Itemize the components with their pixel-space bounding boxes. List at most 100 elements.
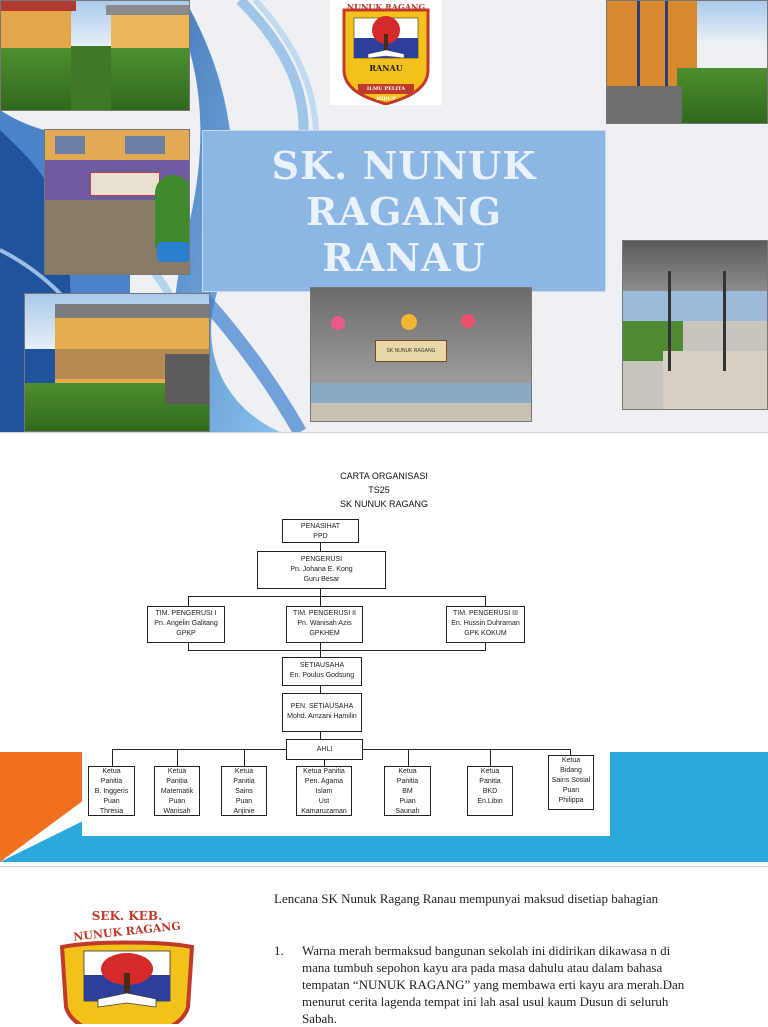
item-number: 1.	[274, 943, 284, 958]
member-line: Puan	[103, 798, 120, 805]
member-line: Bidang	[560, 767, 582, 774]
school-photo-corridor	[0, 0, 190, 111]
org-box-member: Ketua Panitia BKD En.Libin	[467, 766, 513, 816]
member-line: BM	[402, 788, 413, 795]
org-box-label: SETIAUSAHA	[299, 662, 345, 669]
member-line: Philippa	[558, 797, 584, 804]
org-box-member: Ketua Panitia Matematik Puan Wanisah	[154, 766, 200, 816]
member-line: Panitia	[479, 778, 501, 785]
org-box-member: Ketua Panitia BM Puan Saunah	[384, 766, 431, 816]
org-box-role: GPKHEM	[309, 630, 340, 637]
org-box-value: PPD	[313, 533, 328, 540]
connector-line	[408, 749, 409, 766]
connector-line	[320, 732, 321, 739]
member-line: Wanisah	[163, 808, 191, 815]
org-box-pen-setiausaha: PEN. SETIAUSAHA Mohd. Amzani Hamilin	[282, 693, 362, 732]
connector-line	[112, 749, 113, 766]
org-box-label: PENGERUSI	[300, 556, 343, 563]
school-crest-icon	[342, 8, 430, 106]
connector-line	[188, 643, 189, 651]
member-line: Puan	[399, 798, 416, 805]
member-line: BKD	[482, 788, 498, 795]
member-line: Saunah	[395, 808, 420, 815]
connector-line	[320, 643, 321, 657]
org-box-member: Ketua Panitia B. Inggeris Puan Thresia	[88, 766, 135, 816]
connector-line	[188, 596, 486, 597]
logo-top-text: NUNUK RAGANG	[346, 2, 426, 12]
member-line: Panitia	[100, 778, 123, 785]
org-chart-title-line-3: SK NUNUK RAGANG	[339, 499, 428, 509]
org-box-label: PEN. SETIAUSAHA	[290, 703, 354, 710]
org-box-name: Mohd. Amzani Hamilin	[287, 713, 357, 720]
member-line: Pen. Agama	[304, 778, 344, 785]
school-photo-walkway	[606, 0, 768, 124]
connector-line	[188, 650, 486, 651]
org-box-role: Guru Besar	[303, 576, 340, 583]
member-line: Ketua	[480, 768, 500, 775]
org-box-label: TIM. PENGERUSI III	[453, 610, 518, 617]
org-box-setiausaha: SETIAUSAHA En. Poulus Godsung	[282, 657, 362, 686]
member-line: Panitia	[233, 778, 255, 785]
connector-line	[485, 643, 486, 651]
connector-line	[324, 760, 325, 766]
school-crest-icon	[59, 940, 195, 1024]
cover-slide: NUNUK RAGANG RANAU ILMU PELITA HIDUP SK.…	[0, 0, 768, 432]
slide-divider	[0, 866, 768, 867]
logo-mid-text: RANAU	[369, 63, 403, 73]
org-box-label: PENASIHAT	[300, 523, 341, 530]
org-box-role: GPKP	[176, 630, 196, 637]
member-line: Sains Sosial	[551, 777, 591, 784]
member-line: Ketua	[398, 768, 417, 775]
connector-line	[320, 589, 321, 597]
school-title-box: SK. NUNUK RAGANG RANAU	[202, 130, 606, 292]
member-line: Thresia	[99, 808, 124, 815]
connector-line	[188, 596, 189, 606]
member-line: Puan	[562, 787, 580, 794]
org-box-member: Ketua Panitia Sains Puan Anjinie	[221, 766, 267, 816]
org-chart-title: CARTA ORGANISASI TS25 SK NUNUK RAGANG	[0, 469, 768, 511]
org-chart-title-line-1: CARTA ORGANISASI	[340, 471, 428, 481]
member-line: Panitia	[396, 778, 419, 785]
badge-top-text: SEK. KEB.	[91, 909, 163, 923]
member-line: Ketua	[167, 768, 187, 775]
org-box-member: Ketua Panitia Pen. Agama Islam Ust Kamar…	[296, 766, 352, 816]
org-chart-title-line-2: TS25	[368, 485, 390, 495]
org-box-timbalan-1: TIM. PENGERUSI I Pn. Angelin Galitang GP…	[147, 606, 225, 643]
org-box-ahli: AHLI	[286, 739, 363, 760]
member-line: Ketua	[234, 768, 254, 775]
member-line: Puan	[235, 798, 253, 805]
connector-line	[490, 749, 491, 766]
logo-motto-text: ILMU PELITA HIDUP	[358, 84, 414, 102]
title-line-3: RANAU	[322, 235, 486, 280]
org-box-penasihat: PENASIHAT PPD	[282, 519, 359, 543]
connector-line	[177, 749, 178, 766]
member-line: B. Inggeris	[94, 788, 129, 795]
slide-divider	[0, 432, 768, 433]
school-badge: SEK. KEB. NUNUK RAGANG	[52, 905, 202, 1024]
school-logo: NUNUK RAGANG RANAU ILMU PELITA HIDUP	[330, 0, 442, 106]
connector-line	[485, 596, 486, 606]
member-line: Panitia	[166, 778, 188, 785]
member-line: Ketua Panitia	[303, 768, 345, 775]
org-box-name: En. Poulus Godsung	[289, 672, 355, 679]
org-box-member: Ketua Bidang Sains Sosial Puan Philippa	[548, 755, 594, 810]
school-photo-canopy: SK NUNUK RAGANG	[310, 287, 532, 422]
member-line: Kamaruzaman	[301, 808, 347, 815]
title-line-1: SK. NUNUK	[271, 143, 537, 188]
connector-line	[244, 749, 245, 766]
member-line: Ketua	[561, 757, 581, 764]
canopy-banner: SK NUNUK RAGANG	[375, 340, 447, 362]
member-line: En.Libin	[477, 798, 503, 805]
school-photo-building	[24, 293, 210, 432]
school-photo-covered-path	[622, 240, 768, 410]
member-line: Anjinie	[233, 808, 255, 815]
connector-line	[320, 543, 321, 551]
org-box-name: Pn. Wanisah Azis	[297, 620, 352, 627]
badge-intro-text: Lencana SK Nunuk Ragang Ranau mempunyai …	[274, 891, 659, 906]
member-line: Matematik	[160, 788, 194, 795]
member-line: Ust	[318, 798, 330, 805]
org-box-label: TIM. PENGERUSI II	[292, 610, 356, 617]
member-line: Puan	[168, 798, 186, 805]
org-box-label: AHLI	[316, 746, 333, 753]
org-box-pengerusi: PENGERUSI Pn. Johana E. Kong Guru Besar	[257, 551, 386, 589]
